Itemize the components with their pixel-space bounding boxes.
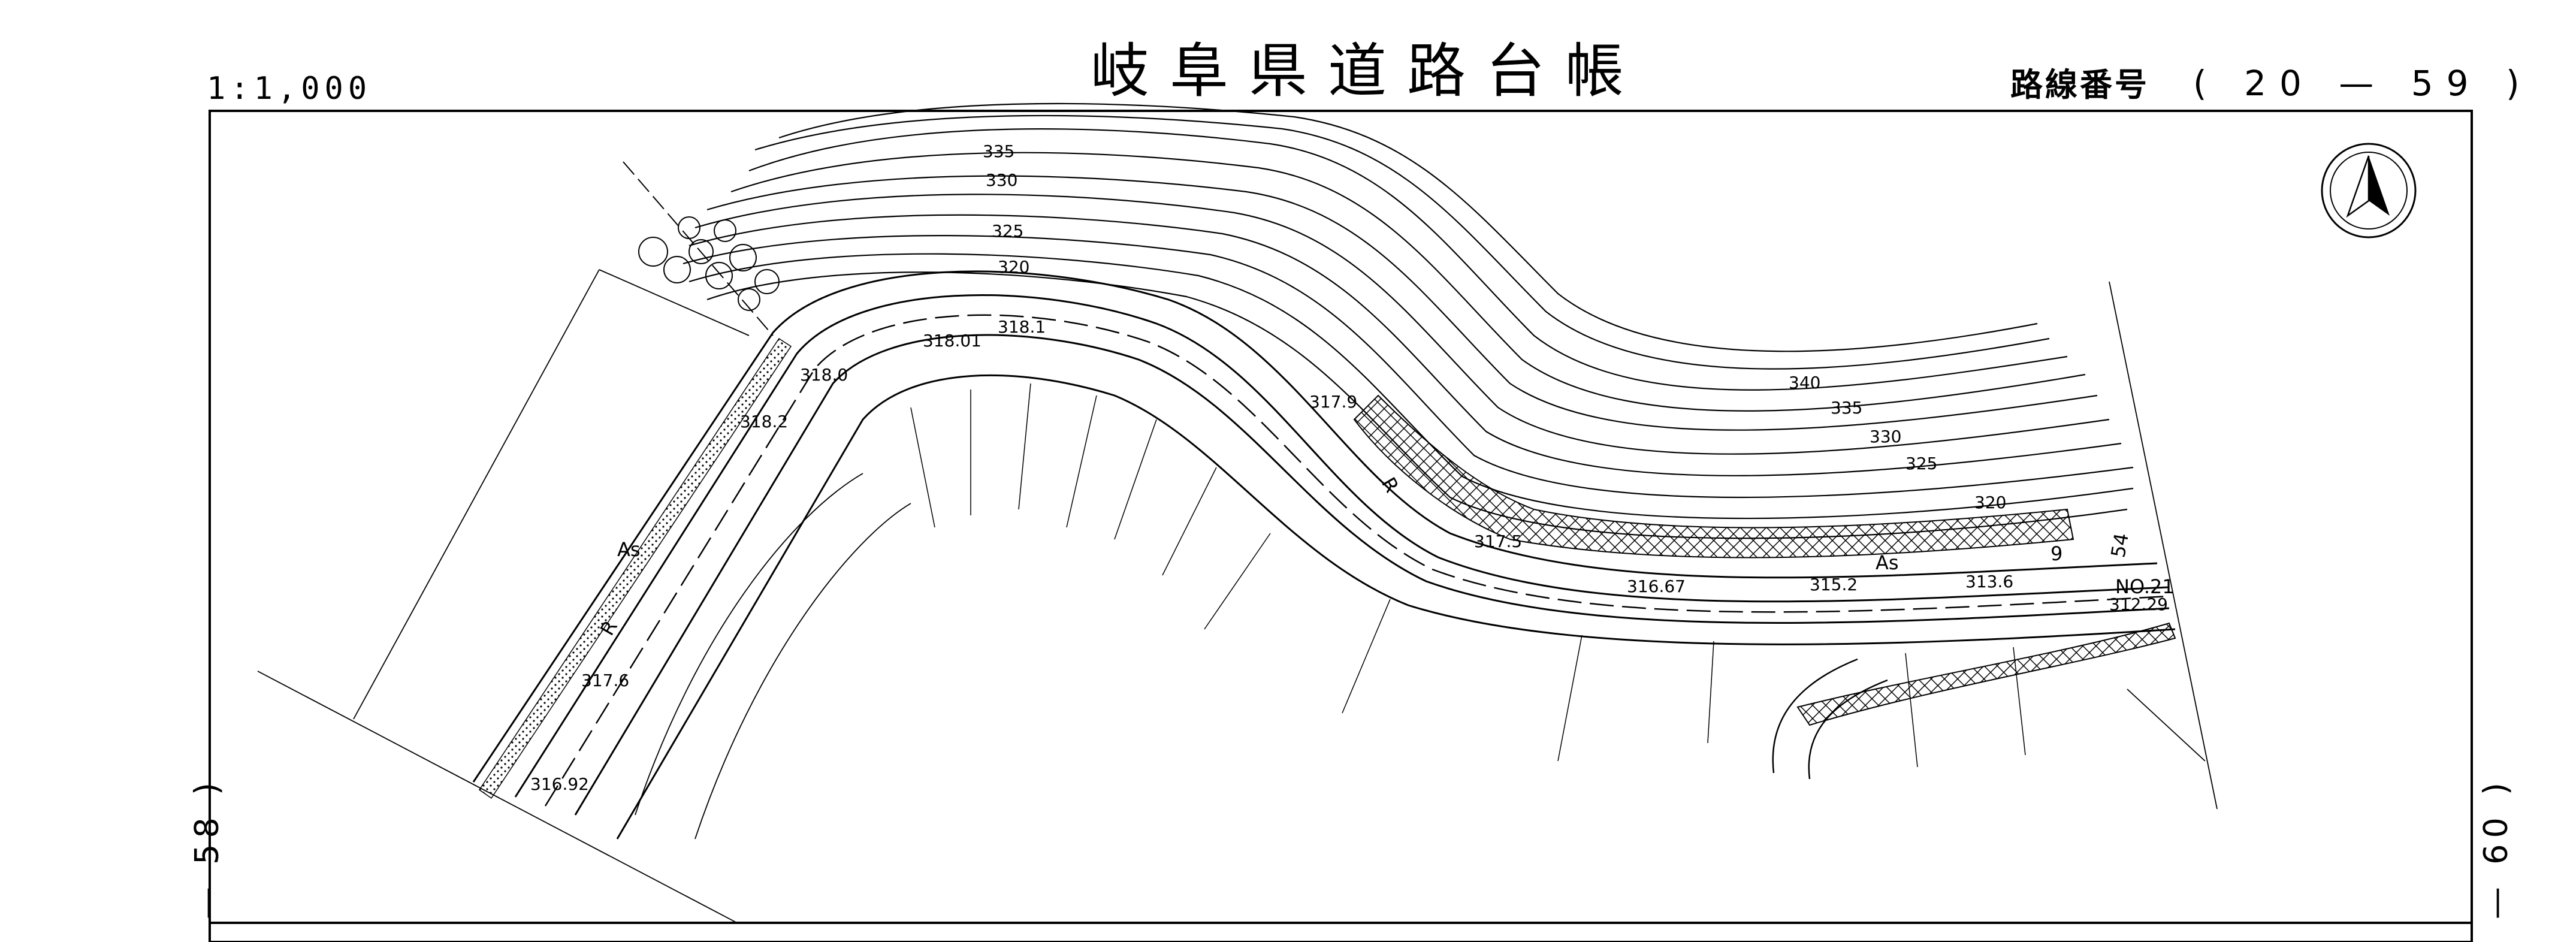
misc-label: 54 [2106,532,2133,560]
elevation-label: 313.6 [1965,572,2013,591]
road-shoulder-strip [478,337,792,799]
contour-label: 325 [1905,454,1937,473]
elevation-label: 316.92 [530,774,589,794]
elevation-label: 318.01 [923,331,982,351]
elevation-label: 318.1 [998,317,1046,337]
contour-label: 340 [1789,373,1820,393]
map-frame [209,110,2473,942]
route-number-value: ( 20 — 59 ) [2193,63,2533,104]
contour-label: 330 [986,170,1017,190]
route-number-label: 路線番号 [2010,66,2149,104]
surface-label: As [1876,551,1899,574]
misc-label: 9 [2050,542,2062,565]
contour-label: 335 [983,141,1014,161]
surface-label: As [617,538,641,561]
station-label: NO.21 [2115,575,2175,598]
tree-cluster [638,216,780,311]
side-road-branch [1772,658,1888,780]
hatched-lower-embankment [1796,622,2176,726]
contour-label: 320 [998,257,1029,277]
road-centerline [544,314,2170,807]
map-scale: 1:1,000 [207,71,372,107]
slope-hachures [910,383,2026,768]
hatched-embankment [1353,394,2074,558]
north-arrow-icon [2321,143,2417,238]
page-title: 岐阜県道路台帳 [1091,37,1645,105]
elevation-label: 316.67 [1627,576,1686,596]
parcel-lines [257,269,2218,923]
elevation-label: 317.5 [1474,532,1522,551]
elevation-label: 318.0 [800,365,848,385]
contour-label: 325 [992,221,1023,241]
contour-label: 335 [1831,398,1862,418]
contour-label: 330 [1870,427,1901,446]
leader-line [623,161,774,336]
elevation-label: 315.2 [1810,575,1858,594]
elevation-label: 317.9 [1309,392,1357,412]
contour-label: 320 [1974,493,2006,512]
elevation-label: 317.6 [581,671,629,690]
elevation-label: 312.29 [2109,594,2168,614]
elevation-label: 318.2 [740,412,788,431]
road-edges [472,270,2176,840]
misc-label: R [1377,473,1403,496]
